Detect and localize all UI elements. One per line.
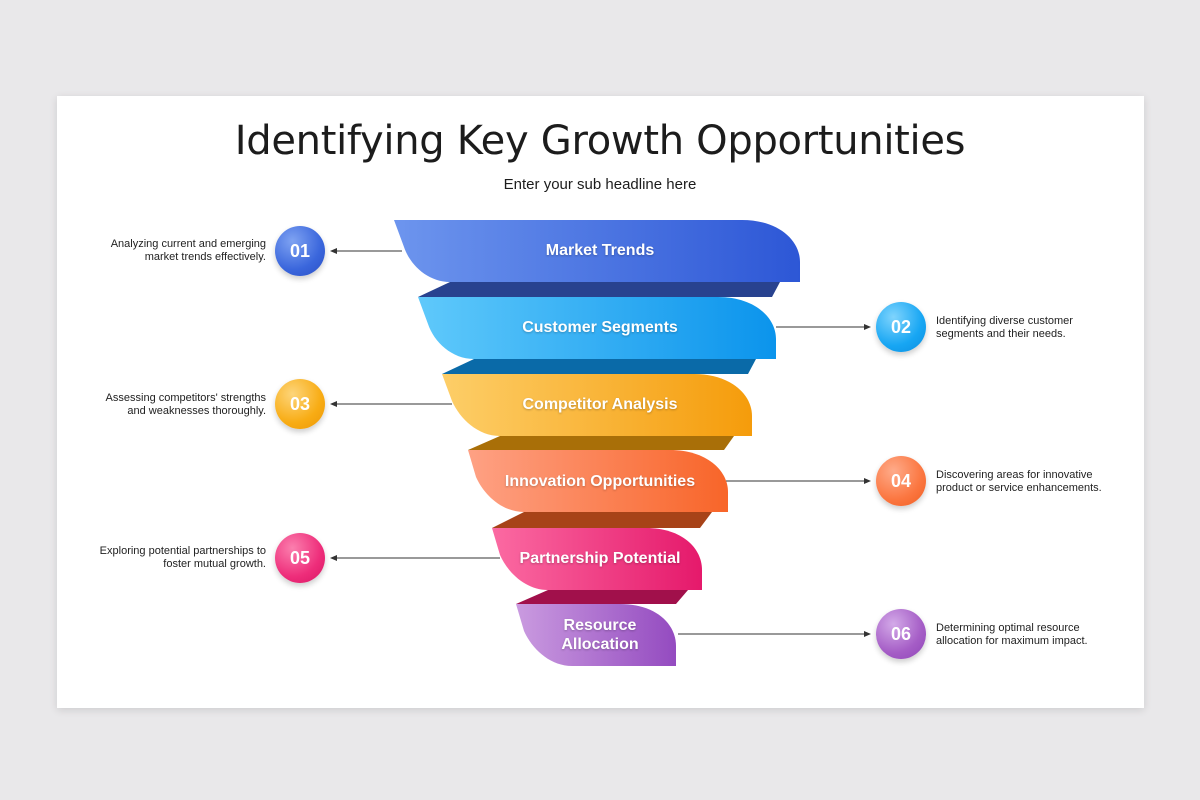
band-customer-segments [418,297,776,359]
fold-5 [516,590,688,604]
band-label-competitor-analysis: Competitor Analysis [522,396,678,413]
arrowhead-05 [330,555,337,561]
description-04: Discovering areas for innovative product… [936,469,1102,494]
step-badge-01: 01 [275,226,325,276]
arrowhead-04 [864,478,871,484]
band-innovation-opportunities [468,450,728,512]
funnel-bands [394,220,800,666]
band-label-partnership-potential: Partnership Potential [519,550,681,567]
description-06: Determining optimal resource allocation … [936,622,1088,647]
fold-2 [442,359,756,374]
description-03: Assessing competitors' strengths and wea… [105,392,266,417]
description-02: Identifying diverse customer segments an… [936,315,1073,340]
funnel-folds [418,282,780,604]
fold-4 [492,512,712,528]
band-partnership-potential [492,528,702,590]
band-label-resource-allocation: Resource Allocation [561,617,639,653]
band-resource-allocation [516,604,676,666]
connector-lines [330,248,871,637]
step-badge-03: 03 [275,379,325,429]
band-label-customer-segments: Customer Segments [522,319,678,336]
arrowhead-02 [864,324,871,330]
fold-3 [468,436,734,450]
step-badge-02: 02 [876,302,926,352]
step-badge-06: 06 [876,609,926,659]
band-label-market-trends: Market Trends [545,242,655,259]
page-title: Identifying Key Growth Opportunities [234,118,966,164]
arrowhead-03 [330,401,337,407]
band-market-trends [394,220,800,282]
arrowhead-06 [864,631,871,637]
arrowhead-01 [330,248,337,254]
band-competitor-analysis [442,374,752,436]
description-05: Exploring potential partnerships to fost… [99,545,266,570]
step-badge-05: 05 [275,533,325,583]
band-label-innovation-opportunities: Innovation Opportunities [504,473,696,490]
page-subtitle: Enter your sub headline here [503,176,697,193]
fold-1 [418,282,780,297]
description-01: Analyzing current and emerging market tr… [110,238,266,263]
step-badge-04: 04 [876,456,926,506]
